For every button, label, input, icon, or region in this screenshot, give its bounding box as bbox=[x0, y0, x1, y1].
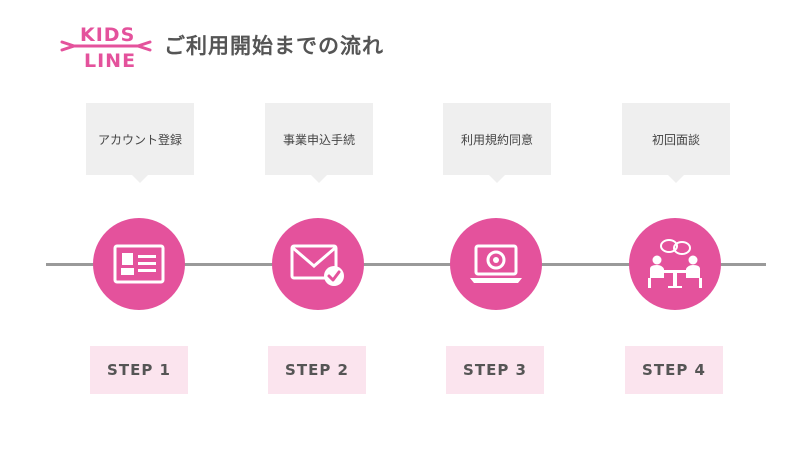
meeting-icon bbox=[648, 239, 702, 288]
step-3-bubble: 利用規約同意 bbox=[443, 103, 551, 183]
step-2-bubble: 事業申込手続 bbox=[265, 103, 373, 183]
logo-bottom-text: LINE bbox=[84, 50, 136, 72]
step-1-circle bbox=[93, 218, 185, 310]
step-4-label: STEP 4 bbox=[625, 346, 723, 394]
step-2-label: STEP 2 bbox=[268, 346, 366, 394]
logo-top-text: KIDS bbox=[80, 24, 135, 46]
step-4-bubble: 初回面談 bbox=[622, 103, 730, 183]
step-4-circle bbox=[629, 218, 721, 310]
step-3-circle bbox=[450, 218, 542, 310]
step-4-bubble-text: 初回面談 bbox=[651, 132, 700, 147]
step-2-bubble-text: 事業申込手続 bbox=[282, 132, 355, 147]
step-3-label: STEP 3 bbox=[446, 346, 544, 394]
timeline-line bbox=[46, 263, 766, 266]
step-3-bubble-text: 利用規約同意 bbox=[460, 132, 533, 147]
page-title: ご利用開始までの流れ bbox=[164, 34, 384, 58]
id-card-icon bbox=[113, 244, 165, 284]
step-1-label: STEP 1 bbox=[90, 346, 188, 394]
laptop-browser-icon bbox=[470, 244, 522, 283]
step-1-bubble-text: アカウント登録 bbox=[97, 132, 182, 147]
kidsline-logo: KIDS LINE bbox=[60, 24, 152, 72]
step-2-circle bbox=[272, 218, 364, 310]
step-1-bubble: アカウント登録 bbox=[86, 103, 194, 183]
mail-check-icon bbox=[290, 244, 344, 286]
